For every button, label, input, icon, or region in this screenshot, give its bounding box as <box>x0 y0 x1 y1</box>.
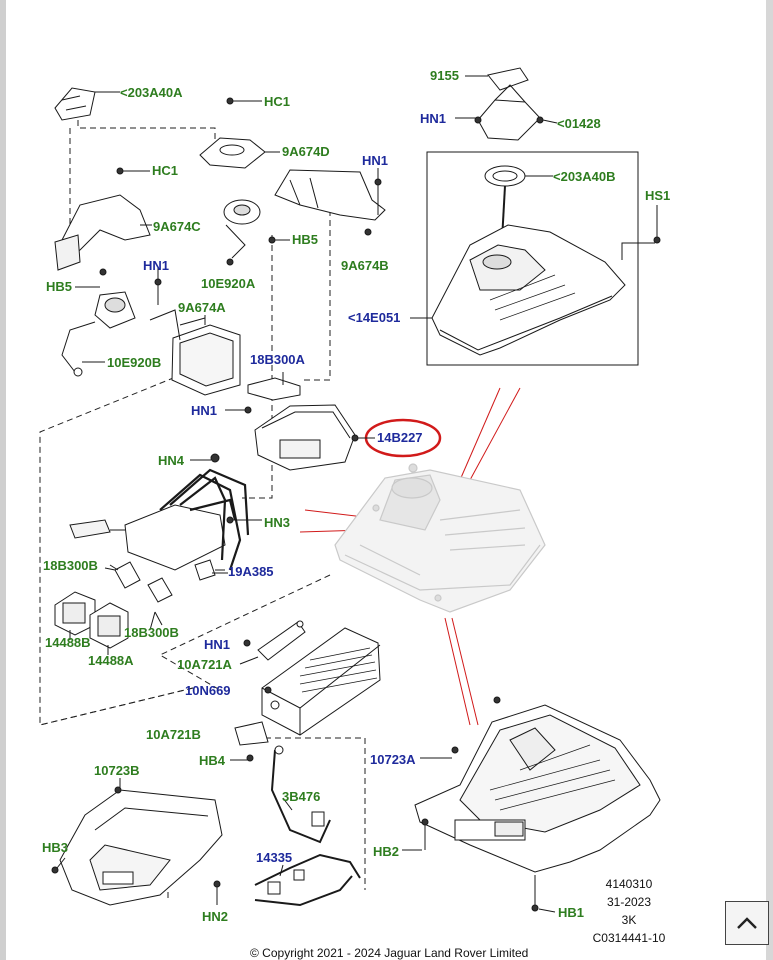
label-14488B: 14488B <box>45 635 91 650</box>
label-10N669: 10N669 <box>185 683 231 698</box>
scroll-to-top-button[interactable] <box>725 901 769 945</box>
label-10723A: 10723A <box>370 752 416 767</box>
label-9A674C: 9A674C <box>153 219 201 234</box>
label-HN1-upper: HN1 <box>362 153 389 168</box>
label-9A674A: 9A674A <box>178 300 226 315</box>
label-10A721B: 10A721B <box>146 727 201 742</box>
leader-dash <box>77 90 216 140</box>
label-01428: <01428 <box>557 116 601 131</box>
label-HS1: HS1 <box>645 188 671 203</box>
diagram-ref-number: 4140310 <box>605 877 653 891</box>
label-3B476: 3B476 <box>282 789 321 804</box>
label-HN1-top-right: HN1 <box>420 111 447 126</box>
chevron-up-icon <box>737 917 757 929</box>
label-HB3: HB3 <box>42 840 69 855</box>
label-HB5-right: HB5 <box>292 232 319 247</box>
label-18B300B-upper: 18B300B <box>43 558 98 573</box>
diagram-id: C0314441-10 <box>592 931 666 945</box>
ghost-assembly <box>334 463 546 613</box>
page-border-right <box>766 0 773 960</box>
diagram-date-code: 31-2023 <box>606 895 652 909</box>
label-HN1-bracket: HN1 <box>204 637 231 652</box>
label-HC1-left: HC1 <box>152 163 179 178</box>
label-9A674D: 9A674D <box>282 144 330 159</box>
label-HB2: HB2 <box>373 844 400 859</box>
label-HC1-top: HC1 <box>264 94 291 109</box>
label-10E920A: 10E920A <box>201 276 256 291</box>
label-19A385: 19A385 <box>228 564 274 579</box>
label-HB5-left: HB5 <box>46 279 73 294</box>
label-14E051: <14E051 <box>348 310 401 325</box>
label-9A674B: 9A674B <box>341 258 389 273</box>
label-9155: 9155 <box>430 68 459 83</box>
label-HN1-module: HN1 <box>191 403 218 418</box>
label-HN3: HN3 <box>264 515 291 530</box>
label-18B300A: 18B300A <box>250 352 305 367</box>
label-203A40B: <203A40B <box>553 169 616 184</box>
diagram-revision: 3K <box>621 913 637 927</box>
label-HB1: HB1 <box>558 905 585 920</box>
copyright-notice: © Copyright 2021 - 2024 Jaguar Land Rove… <box>250 946 529 960</box>
label-203A40A: <203A40A <box>120 85 183 100</box>
page-border-left <box>0 0 6 960</box>
label-HN2: HN2 <box>202 909 229 924</box>
lower-housing <box>414 696 661 912</box>
label-10723B: 10723B <box>94 763 140 778</box>
label-10A721A: 10A721A <box>177 657 232 672</box>
label-14B227: 14B227 <box>377 430 423 445</box>
label-HN1-left: HN1 <box>143 258 170 273</box>
label-18B300B-lower: 18B300B <box>124 625 179 640</box>
label-HN4: HN4 <box>158 453 185 468</box>
label-14335: 14335 <box>256 850 293 865</box>
label-14488A: 14488A <box>88 653 134 668</box>
label-10E920B: 10E920B <box>107 355 162 370</box>
inset-upper-cover <box>410 67 661 366</box>
label-HB4: HB4 <box>199 753 226 768</box>
